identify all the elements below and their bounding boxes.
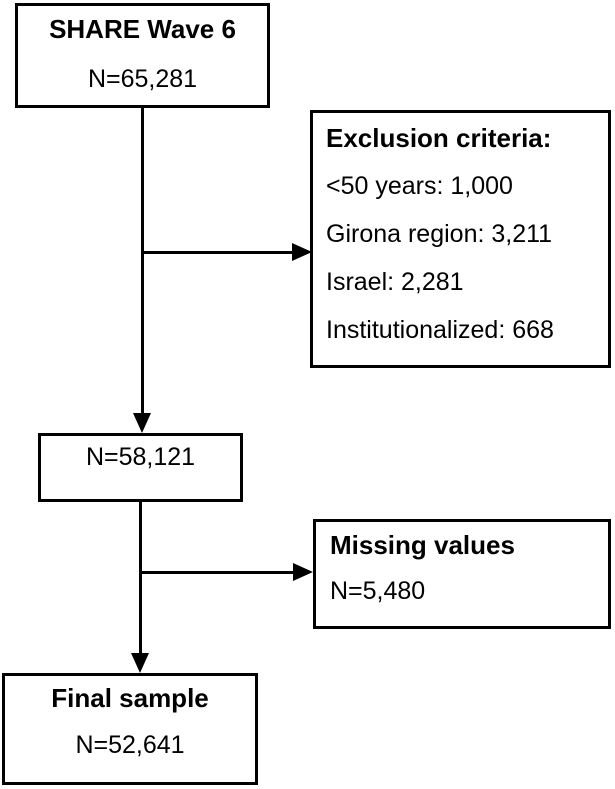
connector-vertical-2: [139, 502, 142, 653]
missing-box-count: N=5,480: [330, 577, 426, 605]
connector-vertical-1: [141, 108, 144, 413]
box-after-exclusion: N=58,121: [38, 433, 243, 502]
start-box-title: SHARE Wave 6: [49, 14, 236, 44]
final-box-title: Final sample: [51, 683, 209, 713]
exclusion-box-title: Exclusion criteria:: [326, 123, 552, 153]
box-missing-values: Missing values N=5,480: [313, 519, 611, 629]
box-final-sample: Final sample N=52,641: [2, 673, 258, 785]
exclusion-item-institutionalized: Institutionalized: 668: [326, 316, 554, 344]
box-exclusion-criteria: Exclusion criteria: <50 years: 1,000 Gir…: [310, 110, 611, 368]
connector-branch-exclusion: [142, 251, 292, 254]
after-exclusion-count: N=58,121: [85, 443, 196, 471]
down-arrowhead-icon: [131, 653, 149, 673]
right-arrowhead-icon: [293, 563, 313, 581]
connector-branch-missing: [140, 571, 293, 574]
start-box-count: N=65,281: [87, 65, 198, 93]
exclusion-item-israel: Israel: 2,281: [326, 268, 464, 296]
right-arrowhead-icon: [292, 243, 312, 261]
final-box-count: N=52,641: [75, 731, 185, 759]
box-share-wave-6: SHARE Wave 6 N=65,281: [15, 3, 270, 108]
exclusion-item-under-50: <50 years: 1,000: [326, 172, 513, 200]
down-arrowhead-icon: [133, 413, 151, 433]
exclusion-item-girona: Girona region: 3,211: [326, 220, 553, 248]
missing-box-title: Missing values: [330, 530, 515, 560]
